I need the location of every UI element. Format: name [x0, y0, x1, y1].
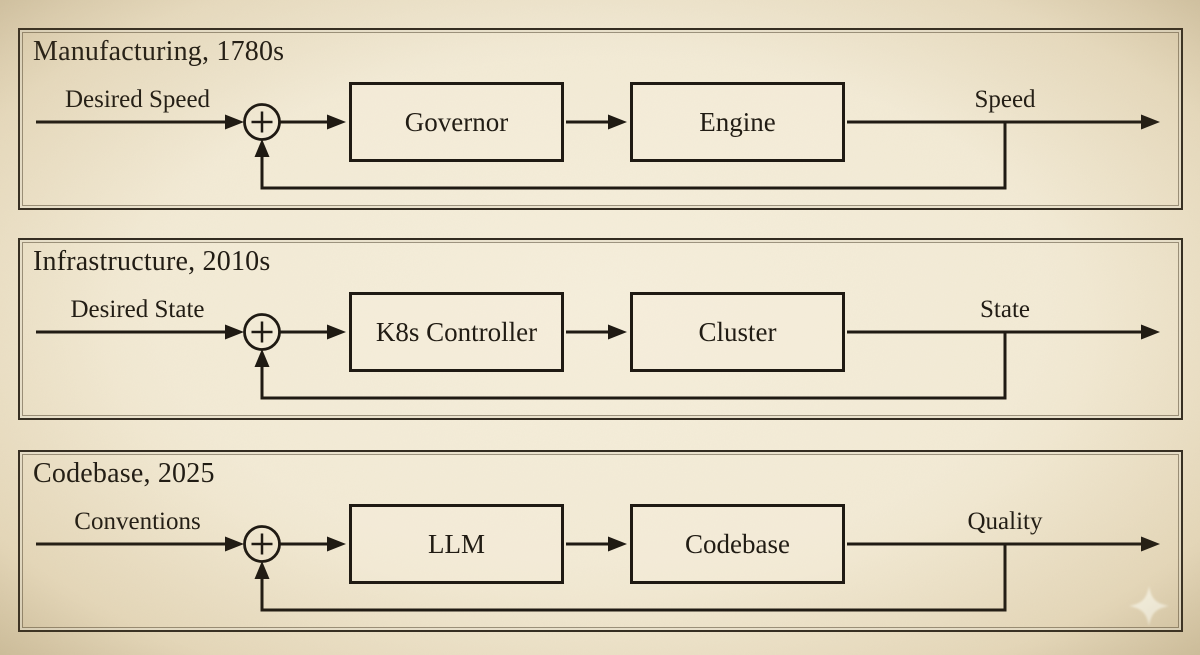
input-label: Desired State: [70, 296, 205, 323]
wiring-diagram: [20, 30, 1160, 208]
input-arrow: [36, 536, 244, 552]
panel-title: Codebase, 2025: [33, 458, 215, 489]
feedback-loop: [254, 544, 1006, 610]
plant-block: Codebase: [630, 504, 845, 584]
input-arrow: [36, 324, 244, 340]
controller-to-plant-arrow: [566, 536, 627, 552]
output-label: Speed: [974, 86, 1036, 113]
controller-block: LLM: [349, 504, 564, 584]
feedback-loop: [254, 332, 1006, 398]
controller-block: K8s Controller: [349, 292, 564, 372]
panel-manufacturing: Manufacturing, 1780s: [18, 28, 1183, 210]
plant-block: Cluster: [630, 292, 845, 372]
junction-to-controller-arrow: [280, 114, 346, 130]
panel-title: Manufacturing, 1780s: [33, 36, 285, 67]
junction-to-controller-arrow: [280, 324, 346, 340]
plant-block: Engine: [630, 82, 845, 162]
controller-block: Governor: [349, 82, 564, 162]
input-label: Conventions: [74, 508, 201, 535]
input-arrow: [36, 114, 244, 130]
summing-junction-icon: [245, 105, 280, 140]
output-arrow: [847, 536, 1160, 552]
controller-to-plant-arrow: [566, 324, 627, 340]
panel-infrastructure: Infrastructure, 2010s: [18, 238, 1183, 420]
wiring-diagram: [20, 452, 1160, 630]
junction-to-controller-arrow: [280, 536, 346, 552]
input-label: Desired Speed: [64, 86, 211, 113]
summing-junction-icon: [245, 527, 280, 562]
output-arrow: [847, 114, 1160, 130]
output-label: Quality: [967, 508, 1043, 535]
output-arrow: [847, 324, 1160, 340]
panel-title: Infrastructure, 2010s: [33, 246, 271, 277]
output-label: State: [980, 296, 1030, 323]
wiring-diagram: [20, 240, 1160, 418]
controller-to-plant-arrow: [566, 114, 627, 130]
feedback-loop: [254, 122, 1006, 188]
summing-junction-icon: [245, 315, 280, 350]
panel-codebase: Codebase, 2025: [18, 450, 1183, 632]
